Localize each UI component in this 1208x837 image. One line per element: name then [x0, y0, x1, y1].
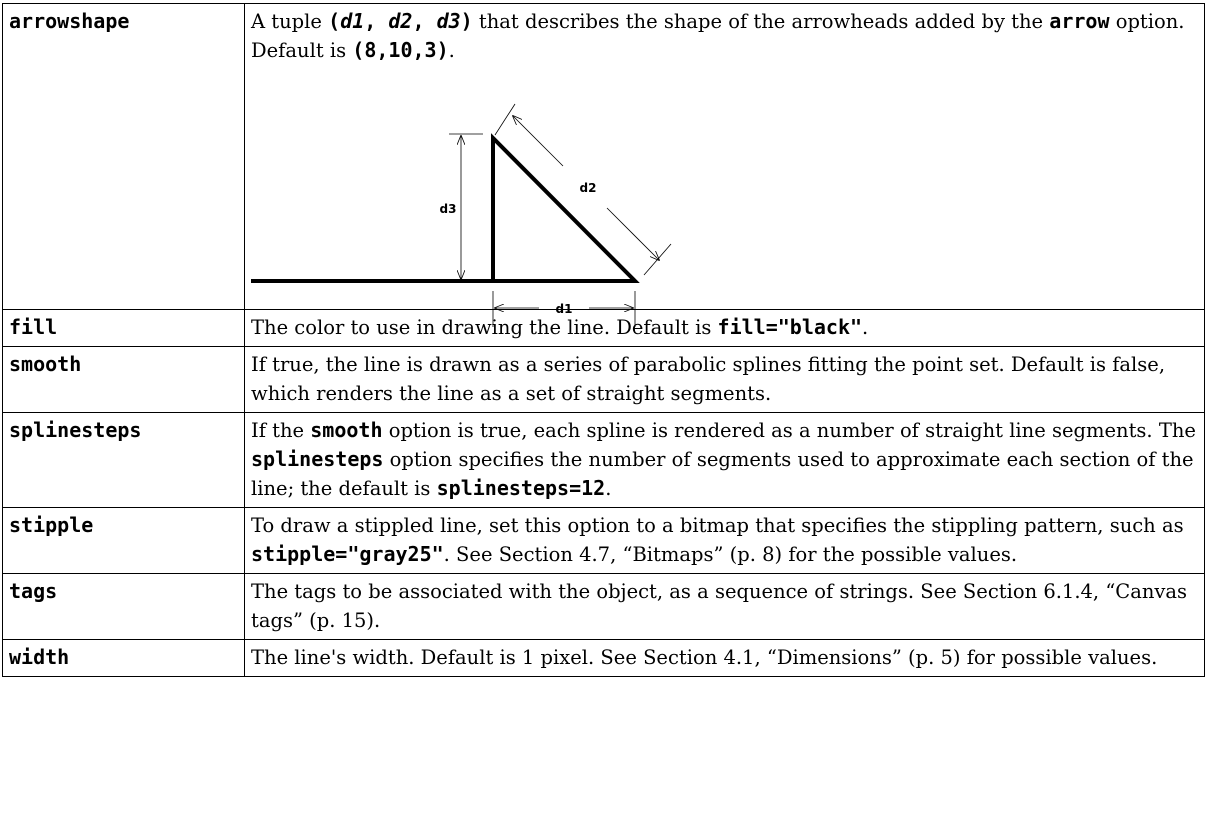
option-description-cell: To draw a stippled line, set this option…	[244, 507, 1205, 574]
option-description-cell: The color to use in drawing the line. De…	[244, 309, 1205, 347]
arrowhead-triangle	[491, 133, 640, 283]
desc-text: .	[448, 39, 455, 62]
desc-text: If true, the line is drawn as a series o…	[251, 353, 1166, 405]
option-description-cell: The tags to be associated with the objec…	[244, 573, 1205, 640]
code-text: )	[460, 9, 473, 33]
option-name-cell: fill	[2, 309, 245, 347]
desc-text: If the	[251, 419, 311, 442]
code-text: stipple="gray25"	[251, 542, 444, 566]
table-row: width The line's width. Default is 1 pix…	[2, 639, 1205, 677]
desc-text: option specifies the number of segments …	[251, 448, 1194, 500]
desc-text: A tuple	[251, 10, 329, 33]
table-row: stipple To draw a stippled line, set thi…	[2, 507, 1205, 574]
desc-text: .	[605, 477, 612, 500]
code-var-d1: d1	[340, 9, 365, 33]
option-description: A tuple (d1, d2, d3) that describes the …	[251, 7, 1198, 65]
code-text: (	[328, 9, 341, 33]
desc-text: The color to use in drawing the line. De…	[251, 316, 718, 339]
options-table: arrowshape A tuple (d1, d2, d3) that des…	[2, 3, 1205, 677]
table-row: fill The color to use in drawing the lin…	[2, 309, 1205, 347]
desc-text: .	[862, 316, 869, 339]
code-text: fill="black"	[717, 315, 863, 339]
code-arrow: arrow	[1049, 9, 1110, 33]
option-name-cell: splinesteps	[2, 412, 245, 508]
option-description-cell: If true, the line is drawn as a series o…	[244, 346, 1205, 413]
option-name: stipple	[9, 513, 94, 537]
desc-text: that describes the shape of the arrowhea…	[472, 10, 1050, 33]
option-name-cell: width	[2, 639, 245, 677]
code-text: ,	[364, 9, 389, 33]
desc-text: To draw a stippled line, set this option…	[251, 514, 1184, 537]
desc-text: option. Default is	[251, 10, 1185, 62]
desc-text: . See Section 4.7, “Bitmaps” (p. 8) for …	[443, 543, 1018, 566]
code-text: splinesteps	[251, 447, 384, 471]
desc-text: The tags to be associated with the objec…	[251, 580, 1188, 632]
option-description-cell: A tuple (d1, d2, d3) that describes the …	[244, 3, 1205, 327]
code-var-d3: d3	[436, 9, 461, 33]
option-name-cell: arrowshape	[2, 3, 245, 310]
option-name: splinesteps	[9, 418, 142, 442]
code-text: ,	[412, 9, 437, 33]
arrowshape-diagram-svg: d3 d1 d2	[251, 103, 672, 327]
code-var-d2: d2	[388, 9, 413, 33]
table-row: splinesteps If the smooth option is true…	[2, 412, 1205, 508]
option-name: fill	[9, 315, 58, 339]
option-name: smooth	[9, 352, 82, 376]
d3-label: d3	[440, 202, 457, 216]
option-name: arrowshape	[9, 9, 130, 33]
code-default: (8,10,3)	[352, 38, 449, 62]
table-row: tags The tags to be associated with the …	[2, 573, 1205, 640]
option-name-cell: smooth	[2, 346, 245, 413]
d2-label: d2	[580, 181, 597, 195]
code-text: splinesteps=12	[436, 476, 606, 500]
option-name-cell: tags	[2, 573, 245, 640]
option-name: width	[9, 645, 70, 669]
arrowshape-diagram: d3 d1 d2	[251, 65, 1198, 327]
d2-dimension-top	[513, 116, 564, 167]
table-row: smooth If true, the line is drawn as a s…	[2, 346, 1205, 413]
d1-label: d1	[556, 302, 573, 316]
d2-dimension-bottom	[606, 207, 659, 260]
option-name-cell: stipple	[2, 507, 245, 574]
code-text: smooth	[310, 418, 383, 442]
option-description-cell: If the smooth option is true, each splin…	[244, 412, 1205, 508]
option-name: tags	[9, 579, 58, 603]
desc-text: The line's width. Default is 1 pixel. Se…	[251, 646, 1158, 669]
table-row: arrowshape A tuple (d1, d2, d3) that des…	[2, 3, 1205, 327]
option-description-cell: The line's width. Default is 1 pixel. Se…	[244, 639, 1205, 677]
d2-tick-top	[494, 103, 516, 136]
desc-text: option is true, each spline is rendered …	[382, 419, 1196, 442]
